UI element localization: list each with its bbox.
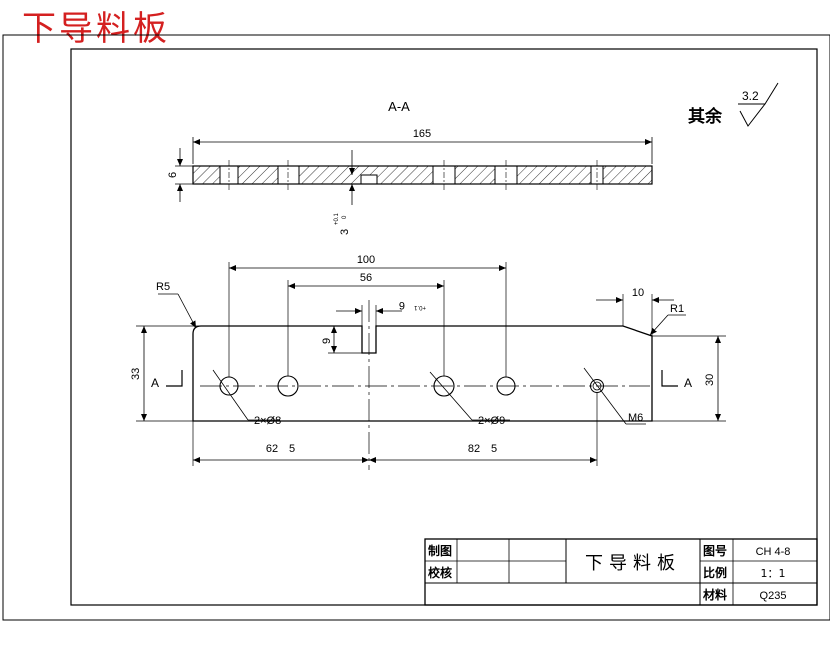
dim-bottom-left-b: 5 xyxy=(289,443,295,455)
tb-part-name: 下导料板 xyxy=(585,553,681,574)
dim-height-right: 30 xyxy=(704,374,716,386)
hole-label-left: 2×Ø8 xyxy=(254,415,281,427)
page-title: 下导料板 xyxy=(22,9,170,49)
dim-section-thickness: 6 xyxy=(167,172,179,178)
dim-slot-depth-front: 9 xyxy=(321,338,333,344)
roughness-symbol: 其余 3.2 xyxy=(688,82,779,127)
dim-bottom-right-a: 82 xyxy=(468,443,480,455)
tb-material-label: 材料 xyxy=(702,587,727,602)
dim-height-left: 33 xyxy=(130,368,142,380)
section-marker-right: A xyxy=(684,376,692,390)
dim-bottom-left-a: 62 xyxy=(266,443,278,455)
tb-scale: 1：1 xyxy=(761,567,786,580)
thread-label: M6 xyxy=(628,412,643,424)
dim-section-length: 165 xyxy=(413,128,431,140)
dim-span-inner: 56 xyxy=(360,272,372,284)
dim-bottom-right-b: 5 xyxy=(491,443,497,455)
outer-border xyxy=(2,34,830,621)
tb-material: Q235 xyxy=(760,590,787,602)
tb-drawn-by: 制图 xyxy=(428,543,452,558)
hole-label-right: 2×Ø9 xyxy=(478,415,505,427)
title-block: 制图 校核 下导料板 图号 CH 4-8 比例 1：1 材料 Q235 xyxy=(424,538,818,606)
dim-slot-tol-lower: 0 xyxy=(342,215,348,219)
tb-checked-by: 校核 xyxy=(428,565,452,580)
dim-radius-right: R1 xyxy=(670,303,684,315)
dim-span-outer: 100 xyxy=(357,254,375,266)
section-label: A-A xyxy=(388,99,410,114)
roughness-label: 其余 xyxy=(688,106,723,127)
section-view: 165 6 3 +0.1 0 xyxy=(167,128,653,235)
dim-chamfer-length: 10 xyxy=(632,287,644,299)
dim-slot-width: 6 xyxy=(399,299,405,311)
tb-scale-label: 比例 xyxy=(703,565,727,580)
roughness-value: 3.2 xyxy=(742,89,759,103)
tb-drawing-no: CH 4-8 xyxy=(756,546,791,558)
dim-slot-tol-upper: +0.1 xyxy=(334,212,340,225)
front-view: 100 56 6 +0.1 9 10 R1 R5 xyxy=(130,254,726,470)
section-marker-left: A xyxy=(151,376,159,390)
dim-slot-depth: 3 xyxy=(339,229,351,235)
tb-drawing-no-label: 图号 xyxy=(703,543,727,558)
dim-radius-left: R5 xyxy=(156,281,170,293)
dim-slot-width-tol: +0.1 xyxy=(413,304,426,310)
